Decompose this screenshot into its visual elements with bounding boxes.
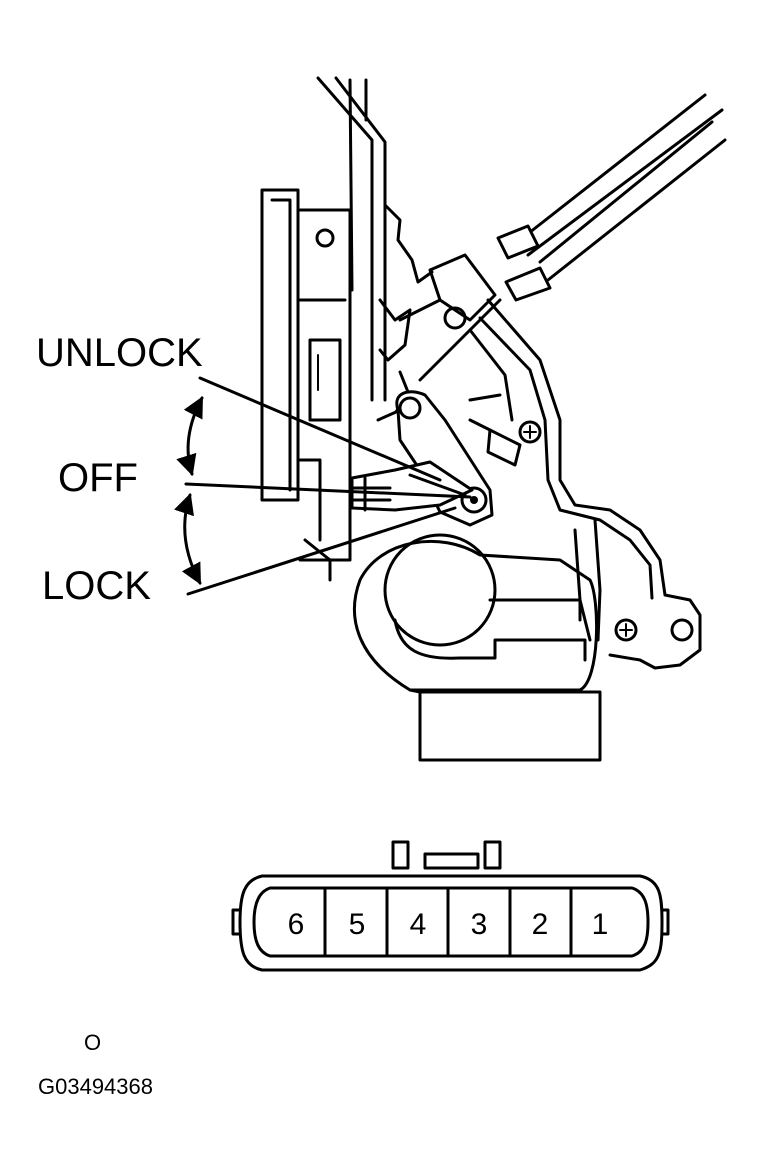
- unlock-off-arrow: [176, 396, 204, 477]
- unlock-label: UNLOCK: [36, 331, 203, 375]
- figure-code: G03494368: [38, 1074, 153, 1099]
- mounting-plate: [260, 188, 352, 582]
- actuator-assembly: [260, 76, 727, 762]
- connector-pin-2: 2: [532, 908, 549, 941]
- connector-pin-1: 1: [592, 908, 609, 941]
- connector-pin-5: 5: [349, 908, 366, 941]
- off-leader-line: [184, 482, 472, 499]
- footer-marker: O: [84, 1030, 101, 1055]
- actuator-housing: [376, 203, 702, 670]
- connector-pin-6: 6: [288, 908, 305, 941]
- motor-housing: [352, 533, 602, 762]
- lock-label: LOCK: [42, 564, 151, 608]
- cables: [398, 93, 727, 382]
- connector-pin-3: 3: [471, 908, 488, 941]
- connector-face: [231, 840, 670, 972]
- off-label: OFF: [58, 456, 138, 500]
- position-indicators: [174, 376, 472, 596]
- connector-pin-4: 4: [410, 908, 427, 941]
- off-lock-arrow: [174, 493, 202, 585]
- linkage-rods: [316, 76, 387, 402]
- unlock-leader-line: [198, 376, 442, 482]
- actuator-lever: [350, 390, 494, 527]
- lock-leader-line: [186, 506, 457, 596]
